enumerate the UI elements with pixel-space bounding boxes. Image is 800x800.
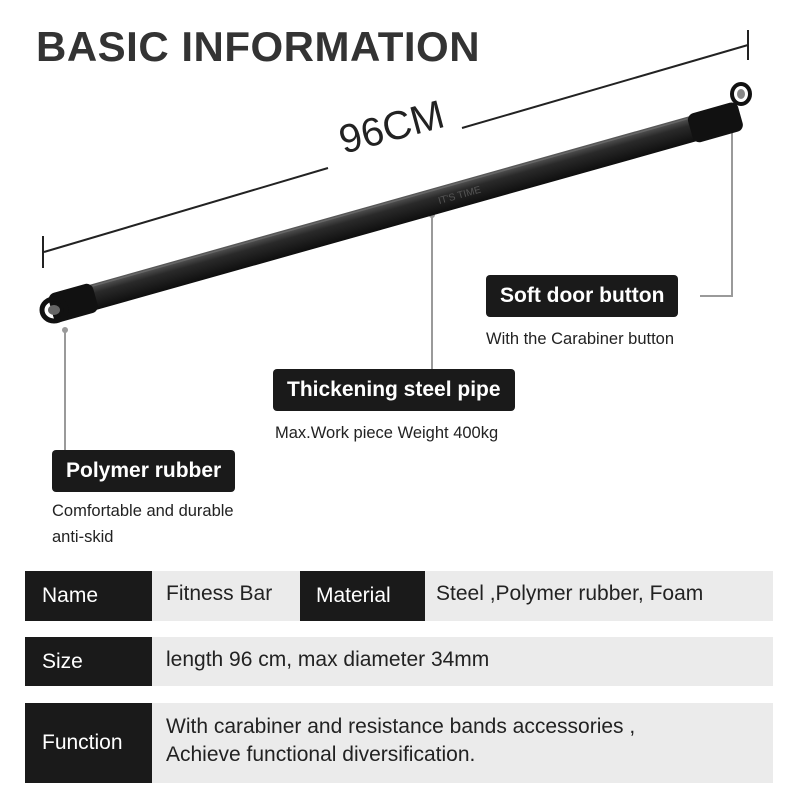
spec-name-label: Name: [25, 571, 152, 621]
spec-function-value-1: With carabiner and resistance bands acce…: [166, 715, 636, 738]
fitness-bar: IT'S TIME: [48, 102, 743, 322]
leader-lines: [64, 106, 733, 455]
feature-soft-door-button-desc: With the Carabiner button: [486, 330, 675, 348]
spec-name-cell: [152, 571, 773, 621]
feature-steel-pipe: Thickening steel pipe: [273, 369, 515, 411]
spec-size-value: length 96 cm, max diameter 34mm: [166, 648, 490, 671]
spec-function-label: Function: [25, 703, 152, 783]
spec-size-label: Size: [25, 637, 152, 686]
spec-row-function: Function With carabiner and resistance b…: [25, 703, 773, 783]
feature-soft-door-button: Soft door button: [486, 275, 679, 317]
page-title: BASIC INFORMATION: [36, 23, 481, 70]
left-ring-icon: [39, 296, 69, 324]
spec-name-value: Fitness Bar: [166, 582, 273, 605]
spec-function-cell: [152, 703, 773, 783]
spec-function-value-2: Achieve functional diversification.: [166, 743, 476, 766]
spec-row-size: Size length 96 cm, max diameter 34mm: [25, 637, 773, 686]
feature-steel-pipe-desc: Max.Work piece Weight 400kg: [275, 424, 499, 442]
feature-polymer-rubber: Polymer rubber: [52, 450, 236, 492]
spec-row-name: Name Fitness Bar Material Steel ,Polymer…: [25, 571, 773, 621]
spec-material-label: Material: [300, 571, 425, 621]
right-ring-icon: [730, 82, 752, 106]
feature-polymer-rubber-desc-1: Comfortable and durable: [52, 502, 234, 520]
dimension-line: [42, 30, 749, 268]
spec-material-value: Steel ,Polymer rubber, Foam: [436, 582, 704, 605]
spec-size-cell: [152, 637, 773, 686]
feature-polymer-rubber-desc-2: anti-skid: [52, 528, 114, 546]
